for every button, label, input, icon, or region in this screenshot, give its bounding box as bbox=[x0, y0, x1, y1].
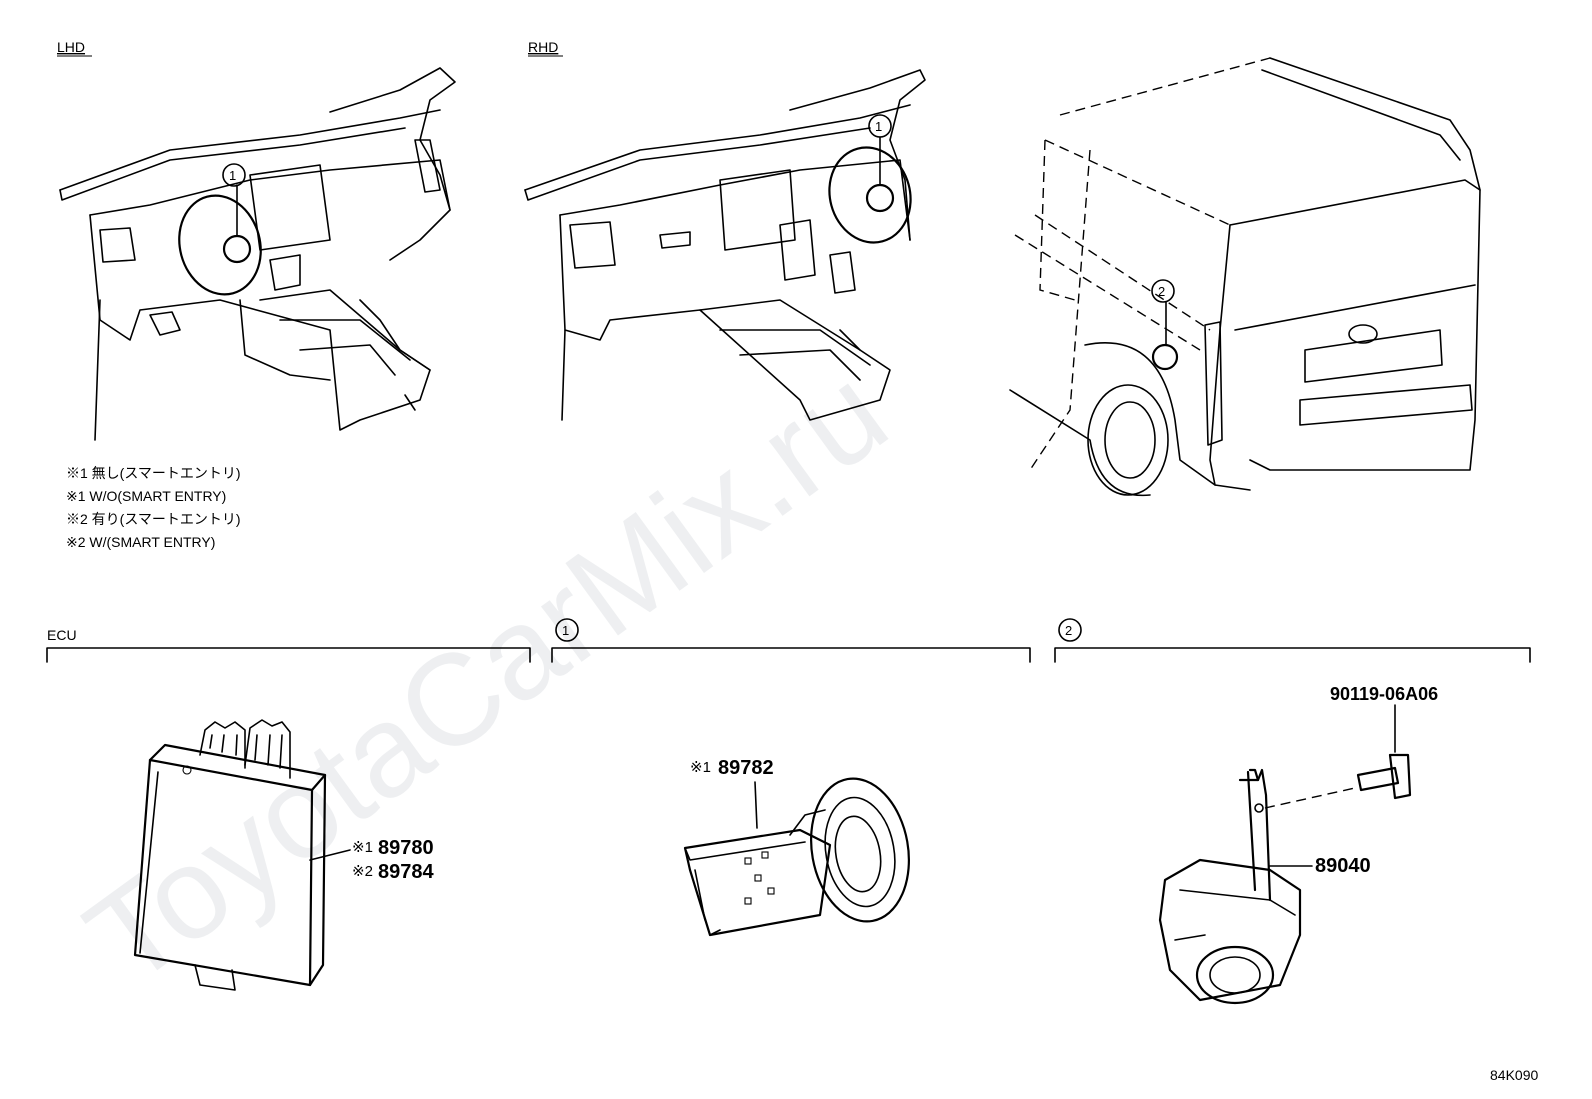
lhd-dashboard-view: LHD 1 bbox=[57, 39, 456, 441]
bolt-drawing bbox=[1356, 704, 1412, 800]
buzzer-part-number: 89040 bbox=[1315, 855, 1371, 877]
watermark: ToyotaCarMix.ru bbox=[61, 338, 912, 1012]
ecu-module-drawing bbox=[133, 719, 351, 991]
rhd-dashboard-view: RHD 1 bbox=[524, 39, 926, 421]
lhd-callout-number: 1 bbox=[229, 168, 236, 183]
section-1-header: 1 bbox=[551, 618, 1031, 663]
ecu-part-1-mark: ※1 bbox=[352, 839, 373, 856]
note-1-jp: ※1 無し(スマートエントリ) bbox=[66, 465, 241, 481]
section-1-title: 1 bbox=[562, 623, 569, 638]
ecu-part-2-number: 89784 bbox=[378, 861, 434, 883]
coil-part-mark: ※1 bbox=[690, 759, 711, 776]
lhd-callout-circle bbox=[222, 163, 246, 187]
coil-assembly-drawing bbox=[683, 777, 910, 937]
lhd-label: LHD bbox=[57, 39, 85, 55]
section-2-bracket bbox=[1054, 647, 1531, 663]
rhd-dashboard-drawing: 1 bbox=[524, 69, 926, 421]
buzzer-part-numbers: 90119-06A06 89040 bbox=[1315, 684, 1438, 877]
section-2-header: 2 bbox=[1054, 618, 1531, 663]
notes-block: ※1 無し(スマートエントリ) ※1 W/O(SMART ENTRY) ※2 有… bbox=[66, 465, 241, 550]
section-1-bracket bbox=[551, 647, 1031, 663]
section-ecu-title: ECU bbox=[47, 627, 77, 643]
buzzer-drawing bbox=[1158, 768, 1356, 1005]
bolt-part-number: 90119-06A06 bbox=[1330, 684, 1438, 704]
van-callout-circle bbox=[1151, 279, 1175, 303]
note-2-en: ※2 W/(SMART ENTRY) bbox=[66, 534, 215, 550]
coil-part-numbers: ※1 89782 bbox=[690, 757, 774, 779]
van-callout-number: 2 bbox=[1158, 284, 1165, 299]
ecu-part-1-number: 89780 bbox=[378, 837, 434, 859]
van-rear-view: 2 bbox=[1009, 57, 1481, 497]
section-ecu-bracket bbox=[46, 647, 531, 663]
coil-part-number: 89782 bbox=[718, 757, 774, 779]
ecu-part-numbers: ※1 89780 ※2 89784 bbox=[352, 837, 434, 883]
diagram-code: 84K090 bbox=[1490, 1067, 1538, 1083]
note-2-jp: ※2 有り(スマートエントリ) bbox=[66, 511, 241, 527]
rhd-callout-number: 1 bbox=[875, 119, 882, 134]
section-ecu-header: ECU bbox=[46, 627, 531, 663]
section-1-circle bbox=[555, 618, 579, 642]
section-2-title: 2 bbox=[1065, 623, 1072, 638]
lhd-dashboard-drawing: 1 bbox=[59, 67, 456, 441]
note-1-en: ※1 W/O(SMART ENTRY) bbox=[66, 488, 226, 504]
ecu-part-2-mark: ※2 bbox=[352, 863, 373, 880]
rhd-label: RHD bbox=[528, 39, 558, 55]
rhd-callout-circle bbox=[868, 114, 892, 138]
section-2-circle bbox=[1058, 618, 1082, 642]
